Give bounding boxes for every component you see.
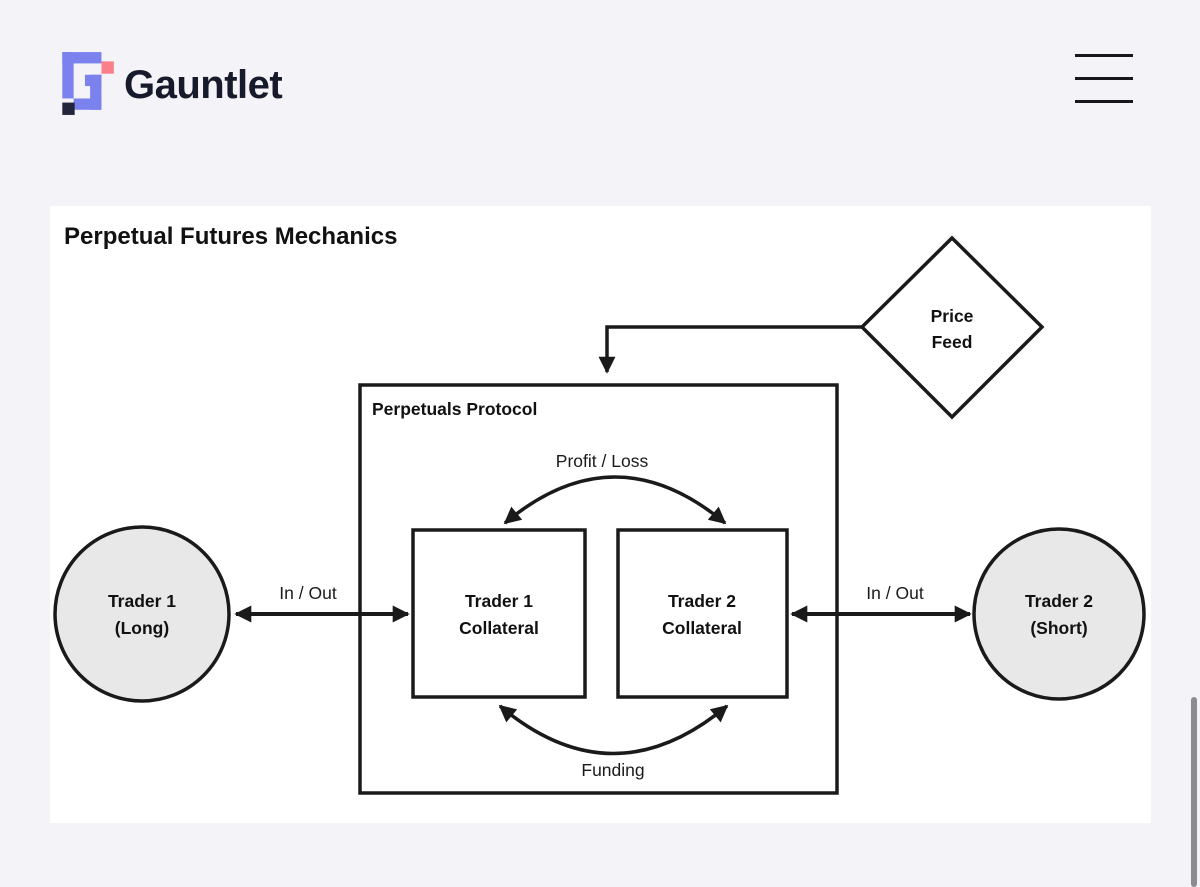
logo-left-column bbox=[62, 52, 74, 99]
logo-top-bar bbox=[62, 52, 102, 64]
brand-wordmark[interactable]: Gauntlet bbox=[124, 63, 283, 107]
trader2-collateral-box bbox=[616, 528, 789, 699]
hamburger-line bbox=[1075, 100, 1133, 103]
perpetuals-protocol-box bbox=[358, 383, 839, 795]
site-header: Gauntlet bbox=[0, 0, 1200, 160]
trader2-collateral-line1: Trader 2 bbox=[668, 591, 736, 611]
logo-pink-pixel bbox=[101, 61, 114, 74]
price-feed-label-line1: Price bbox=[931, 306, 974, 326]
trader1-label-line1: Trader 1 bbox=[108, 591, 176, 611]
hamburger-line bbox=[1075, 77, 1133, 80]
funding-arrow bbox=[498, 704, 729, 756]
trader2-label-line2: (Short) bbox=[1030, 618, 1087, 638]
vertical-scrollbar-thumb[interactable] bbox=[1191, 697, 1197, 887]
trader1-collateral-box bbox=[411, 528, 587, 699]
price-feed-diamond bbox=[859, 235, 1045, 420]
in-out-left-label: In / Out bbox=[279, 583, 337, 603]
trader1-circle bbox=[53, 525, 231, 703]
trader2-collateral-line2: Collateral bbox=[662, 618, 742, 638]
price-feed-label-line2: Feed bbox=[932, 332, 973, 352]
logo-navy-pixel bbox=[62, 102, 75, 115]
profit-loss-arrow bbox=[503, 475, 727, 525]
perpetuals-protocol-label: Perpetuals Protocol bbox=[372, 399, 537, 419]
trader1-label-line2: (Long) bbox=[115, 618, 169, 638]
profit-loss-label: Profit / Loss bbox=[556, 451, 649, 471]
perpetual-futures-diagram: Perpetual Futures Mechanics Price Feed P… bbox=[53, 223, 1146, 795]
trader1-collateral-line1: Trader 1 bbox=[465, 591, 533, 611]
diagram-title: Perpetual Futures Mechanics bbox=[64, 223, 397, 250]
in-out-right-label: In / Out bbox=[866, 583, 924, 603]
hamburger-menu-icon[interactable] bbox=[1075, 54, 1133, 104]
hamburger-line bbox=[1075, 54, 1133, 57]
funding-label: Funding bbox=[581, 760, 644, 780]
price-feed-to-protocol-arrow bbox=[598, 325, 862, 374]
trader2-circle bbox=[972, 527, 1146, 701]
logo-right-column bbox=[90, 74, 102, 110]
logo-bottom-bar bbox=[73, 98, 102, 110]
trader2-label-line1: Trader 2 bbox=[1025, 591, 1093, 611]
trader1-collateral-line2: Collateral bbox=[459, 618, 539, 638]
gauntlet-logo-icon[interactable] bbox=[55, 49, 117, 117]
diagram-panel: Perpetual Futures Mechanics Price Feed P… bbox=[50, 206, 1151, 823]
